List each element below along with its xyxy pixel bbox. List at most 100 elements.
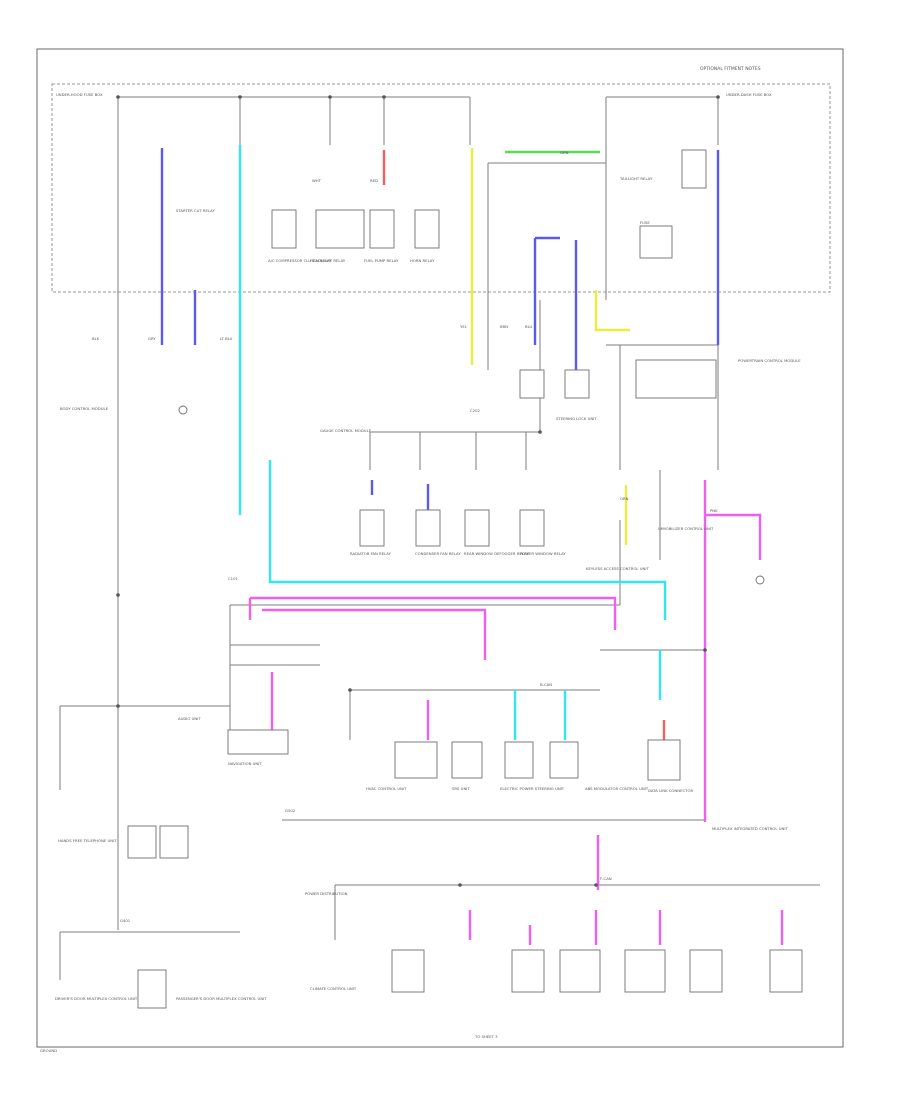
wire-tag: ORN: [620, 496, 629, 501]
junction-dot: [116, 704, 120, 708]
wire-tag: BLK: [92, 336, 100, 341]
wire-tag: F-CAN: [600, 876, 612, 881]
relay-box: [564, 369, 590, 399]
module-labels: UNDER-HOOD FUSE BOX UNDER-DASH FUSE BOX …: [55, 92, 801, 1001]
module-label: DATA LINK CONNECTOR: [648, 788, 693, 793]
module-label: REAR WINDOW DEFOGGER RELAY: [464, 551, 529, 556]
pink-wire: [250, 596, 617, 630]
pink-wire: [705, 513, 762, 560]
module-label: UNDER-DASH FUSE BOX: [726, 92, 772, 97]
module-label: HEADLIGHT RELAY: [310, 258, 346, 263]
wire-tag: LT BLU: [220, 336, 233, 341]
module-label: NAVIGATION UNIT: [228, 761, 262, 766]
wire-tag: PNK: [710, 508, 718, 513]
relay-box: [549, 741, 579, 779]
module-label: ABS MODULATOR CONTROL UNIT: [585, 786, 649, 791]
junction-dot: [594, 883, 598, 887]
wire-tag: GRN: [560, 150, 569, 155]
junctions: [116, 95, 720, 887]
wire-tag: YEL: [460, 324, 468, 329]
module-label: A/C COMPRESSOR CLUTCH RELAY: [268, 258, 332, 263]
module-label: ELECTRIC POWER STEERING UNIT: [500, 786, 565, 791]
module-label: STARTER CUT RELAY: [176, 208, 215, 213]
relay-box: [519, 509, 545, 547]
ground-point: [178, 405, 188, 415]
module-label: CLIMATE CONTROL UNIT: [310, 986, 357, 991]
module-label: HANDS FREE TELEPHONE UNIT: [58, 838, 117, 843]
relay-box: [635, 359, 717, 399]
top-right-label: OPTIONAL FITMENT NOTES: [700, 66, 761, 72]
relay-box: [127, 825, 157, 859]
bottom-left-tag: GROUND: [40, 1048, 57, 1053]
wire-tag: GRY: [148, 336, 156, 341]
module-label: TAILLIGHT RELAY: [619, 176, 653, 181]
module-label: SRS UNIT: [452, 786, 470, 791]
relay-box: [271, 209, 297, 249]
module-label: STEERING LOCK UNIT: [556, 416, 597, 421]
module-label: DRIVER'S DOOR MULTIPLEX CONTROL UNIT: [55, 996, 138, 1001]
pink-wire: [262, 608, 487, 660]
wire-tag: G502: [285, 808, 296, 813]
module-label: GAUGE CONTROL MODULE: [320, 428, 372, 433]
under-hood-fuse-box-region: [51, 83, 831, 293]
relay-box: [415, 509, 441, 547]
junction-dot: [238, 95, 242, 99]
relay-box: [519, 369, 545, 399]
wire-tag: C202: [470, 408, 480, 413]
module-label: POWER WINDOW RELAY: [520, 551, 566, 556]
relay-box: [647, 739, 681, 781]
junction-dot: [116, 95, 120, 99]
wire-tag: C101: [228, 576, 238, 581]
wire-tags: BLK GRY RED WHT YEL PNK BLU GRN LT BLU B…: [92, 150, 718, 923]
cyan-wire: [268, 460, 667, 620]
relay-box: [394, 741, 438, 779]
module-label: HORN RELAY: [410, 258, 435, 263]
relay-box: [464, 509, 490, 547]
module-label: PASSENGER'S DOOR MULTIPLEX CONTROL UNIT: [176, 996, 267, 1001]
module-label: CONDENSER FAN RELAY: [415, 551, 461, 556]
relay-box: [369, 209, 395, 249]
module-label: BODY CONTROL MODULE: [60, 406, 109, 411]
colored-wires: [160, 145, 784, 945]
module-label: POWER DISTRIBUTION: [305, 891, 348, 896]
relay-box: [681, 149, 707, 189]
relay-box: [559, 949, 601, 993]
components: [127, 149, 803, 1009]
junction-dot: [458, 883, 462, 887]
wire-tag: FUSE: [640, 220, 650, 225]
relay-box: [451, 741, 483, 779]
module-label: MULTIPLEX INTEGRATED CONTROL UNIT: [712, 826, 788, 831]
relay-box: [137, 969, 167, 1009]
relay-box: [391, 949, 425, 993]
wire-tag: B-CAN: [540, 682, 552, 687]
junction-dot: [382, 95, 386, 99]
relay-box: [315, 209, 365, 249]
relay-box: [159, 825, 189, 859]
wire-tag: WHT: [312, 178, 322, 183]
module-label: FUEL PUMP RELAY: [364, 258, 399, 263]
blue-wire: [533, 236, 560, 345]
wire-tag: BLU: [525, 324, 533, 329]
relay-box: [769, 949, 803, 993]
module-label: POWERTRAIN CONTROL MODULE: [738, 358, 801, 363]
module-label: IMMOBILIZER CONTROL UNIT: [658, 526, 714, 531]
junction-dot: [716, 95, 720, 99]
junction-dot: [348, 688, 352, 692]
relay-box: [227, 729, 289, 755]
junction-dot: [116, 593, 120, 597]
yellow-wire: [594, 290, 630, 332]
junction-dot: [703, 648, 707, 652]
diagram-frame: [36, 48, 844, 1048]
wire-tag: G401: [120, 918, 131, 923]
module-label: AUDIO UNIT: [178, 716, 201, 721]
module-label: HVAC CONTROL UNIT: [366, 786, 407, 791]
relay-box: [504, 741, 534, 779]
junction-dot: [328, 95, 332, 99]
module-label: KEYLESS ACCESS CONTROL UNIT: [586, 566, 649, 571]
junction-dot: [538, 430, 542, 434]
module-label: UNDER-HOOD FUSE BOX: [56, 92, 103, 97]
relay-box: [624, 949, 666, 993]
bottom-center-tag: TO SHEET 3: [474, 1034, 498, 1039]
